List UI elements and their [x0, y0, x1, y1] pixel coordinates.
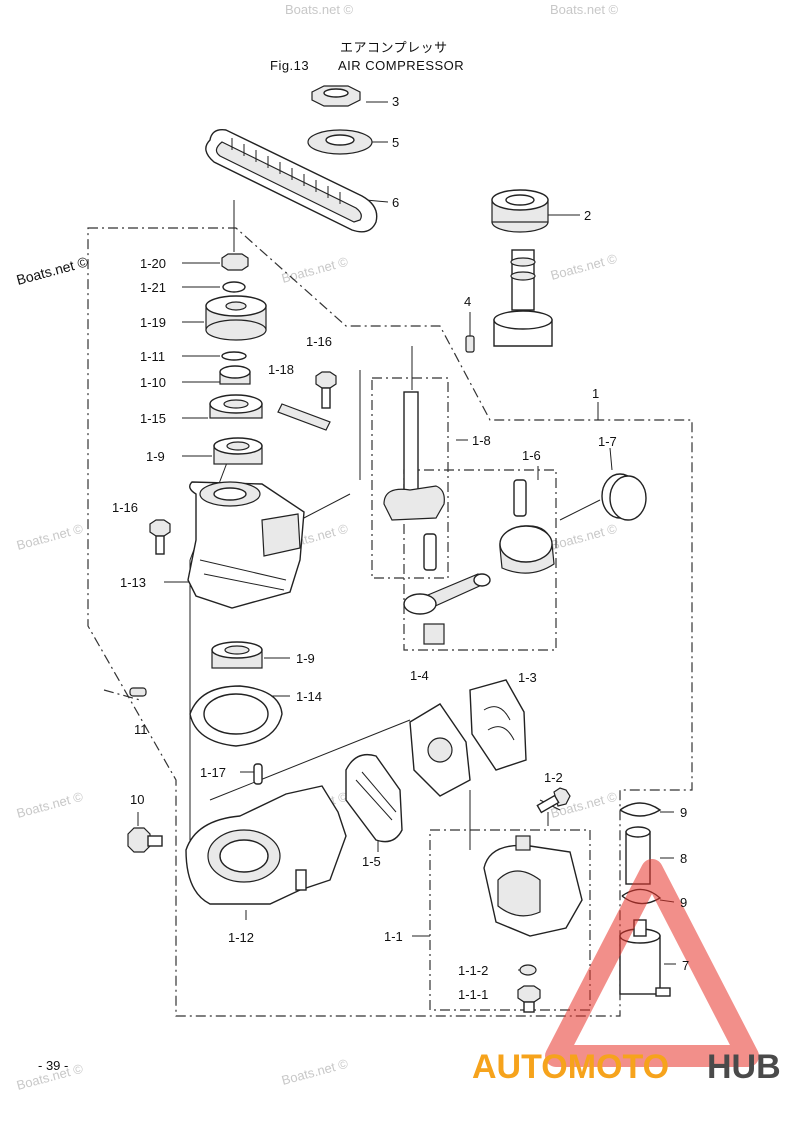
- watermark: Boats.net ©: [280, 1056, 350, 1088]
- leader-lines: [137, 101, 676, 995]
- watermark: Boats.net ©: [549, 251, 619, 283]
- plate-1-18: [277, 403, 331, 431]
- title-japanese: エアコンプレッサ: [340, 40, 448, 55]
- dowel-1-17: [253, 763, 263, 785]
- brand-text-automoto: AUTOMOTO: [472, 1048, 669, 1086]
- upper-housing-1-13: [187, 481, 305, 609]
- label-part-4: 4: [464, 294, 471, 309]
- crankshaft-1-8: [383, 391, 445, 571]
- label-part-1-1-1: 1-1-1: [458, 987, 488, 1002]
- fitting-1-1-1: [517, 985, 541, 1013]
- label-part-1-5: 1-5: [362, 854, 381, 869]
- timing-belt-part-6: [205, 129, 378, 233]
- boundary-link: [103, 689, 141, 701]
- watermark: Boats.net ©: [550, 2, 619, 17]
- pin-part-11: [129, 687, 147, 697]
- pump-subassembly-box: [429, 829, 591, 1011]
- assembly-boundary: [87, 227, 693, 1017]
- piston-1-6: [499, 479, 555, 574]
- label-part-1-6: 1-6: [522, 448, 541, 463]
- oil-seal-1-15: [209, 394, 263, 419]
- clip-part-9-upper: [619, 802, 662, 817]
- label-part-1-16-right: 1-16: [306, 334, 332, 349]
- gasket-1-14: [189, 685, 283, 747]
- label-part-1-21: 1-21: [140, 280, 166, 295]
- label-part-1-20: 1-20: [140, 256, 166, 271]
- label-part-1-1: 1-1: [384, 929, 403, 944]
- label-part-1-9-lower: 1-9: [296, 651, 315, 666]
- watermark: Boats.net ©: [15, 521, 85, 553]
- cylinder-housing-1-12: [185, 785, 347, 905]
- label-part-9-upper: 9: [680, 805, 687, 820]
- label-part-10: 10: [130, 792, 144, 807]
- nut-1-20: [221, 253, 249, 271]
- label-part-1-12: 1-12: [228, 930, 254, 945]
- label-part-1-11: 1-11: [140, 349, 165, 364]
- figure-title: AIR COMPRESSOR: [338, 58, 464, 73]
- cylinder-head-1-1: [483, 835, 583, 937]
- washer-1-1-2: [519, 964, 537, 976]
- screw-1-2: [536, 787, 571, 814]
- brand-text-hub: HUB: [707, 1048, 781, 1086]
- label-part-1-14: 1-14: [296, 689, 322, 704]
- watermark-dark: Boats.net ©: [15, 253, 91, 288]
- label-part-1-3: 1-3: [518, 670, 537, 685]
- washer-hole: [325, 134, 355, 146]
- shaft-group-box: [371, 377, 449, 579]
- watermark: Boats.net ©: [15, 789, 85, 821]
- label-part-1-17: 1-17: [200, 765, 226, 780]
- label-part-1-16-left: 1-16: [112, 500, 138, 515]
- label-part-1: 1: [592, 386, 599, 401]
- label-part-11: 11: [134, 722, 148, 737]
- piston-group-box: [403, 469, 557, 651]
- watermark: Boats.net ©: [549, 521, 619, 553]
- pulley-part-2: [491, 189, 549, 233]
- label-part-7: 7: [682, 958, 689, 973]
- seal-1-10: [219, 365, 251, 385]
- label-part-1-19: 1-19: [140, 315, 166, 330]
- bearing-1-9-lower: [211, 641, 263, 669]
- gear-pulley-1-19: [205, 295, 267, 341]
- connecting-rod: [403, 573, 491, 645]
- label-part-1-7: 1-7: [598, 434, 617, 449]
- part-labels: 3 5 6 2 4 1 1-20 1-21 1-19 1-11 1-10 1-1…: [112, 94, 689, 1002]
- drive-shaft-housing: [493, 249, 553, 347]
- figure-number: Fig.13: [270, 58, 309, 73]
- bolt-1-16-left: [149, 519, 171, 555]
- label-part-1-4: 1-4: [410, 668, 429, 683]
- bolt-1-16-right: [315, 371, 337, 409]
- label-part-2: 2: [584, 208, 591, 223]
- label-part-1-13: 1-13: [120, 575, 146, 590]
- label-part-6: 6: [392, 195, 399, 210]
- watermark: Boats.net ©: [285, 2, 354, 17]
- label-part-1-15: 1-15: [140, 411, 166, 426]
- label-part-1-9-upper: 1-9: [146, 449, 165, 464]
- label-part-1-18: 1-18: [268, 362, 294, 377]
- bolt-part-10: [127, 827, 163, 853]
- label-part-8: 8: [680, 851, 687, 866]
- page-number: - 39 -: [38, 1058, 68, 1073]
- key-part-4: [465, 335, 475, 353]
- label-part-1-1-2: 1-1-2: [458, 963, 488, 978]
- brand-watermark-triangle: [545, 859, 759, 1067]
- label-part-1-8: 1-8: [472, 433, 491, 448]
- washer-1-21: [222, 281, 246, 293]
- label-part-9-lower: 9: [680, 895, 687, 910]
- label-part-1-10: 1-10: [140, 375, 166, 390]
- reed-valve-1-3: [469, 679, 527, 771]
- label-part-5: 5: [392, 135, 399, 150]
- valve-plate-1-4: [409, 703, 471, 797]
- gasket-1-5: [345, 753, 403, 843]
- nut-hole: [323, 88, 349, 98]
- piston-rings-1-7: [601, 473, 647, 521]
- label-part-3: 3: [392, 94, 399, 109]
- ring-1-11: [221, 351, 247, 361]
- label-part-1-2: 1-2: [544, 770, 563, 785]
- bearing-1-9-upper: [213, 437, 263, 465]
- watermark: Boats.net ©: [280, 254, 350, 286]
